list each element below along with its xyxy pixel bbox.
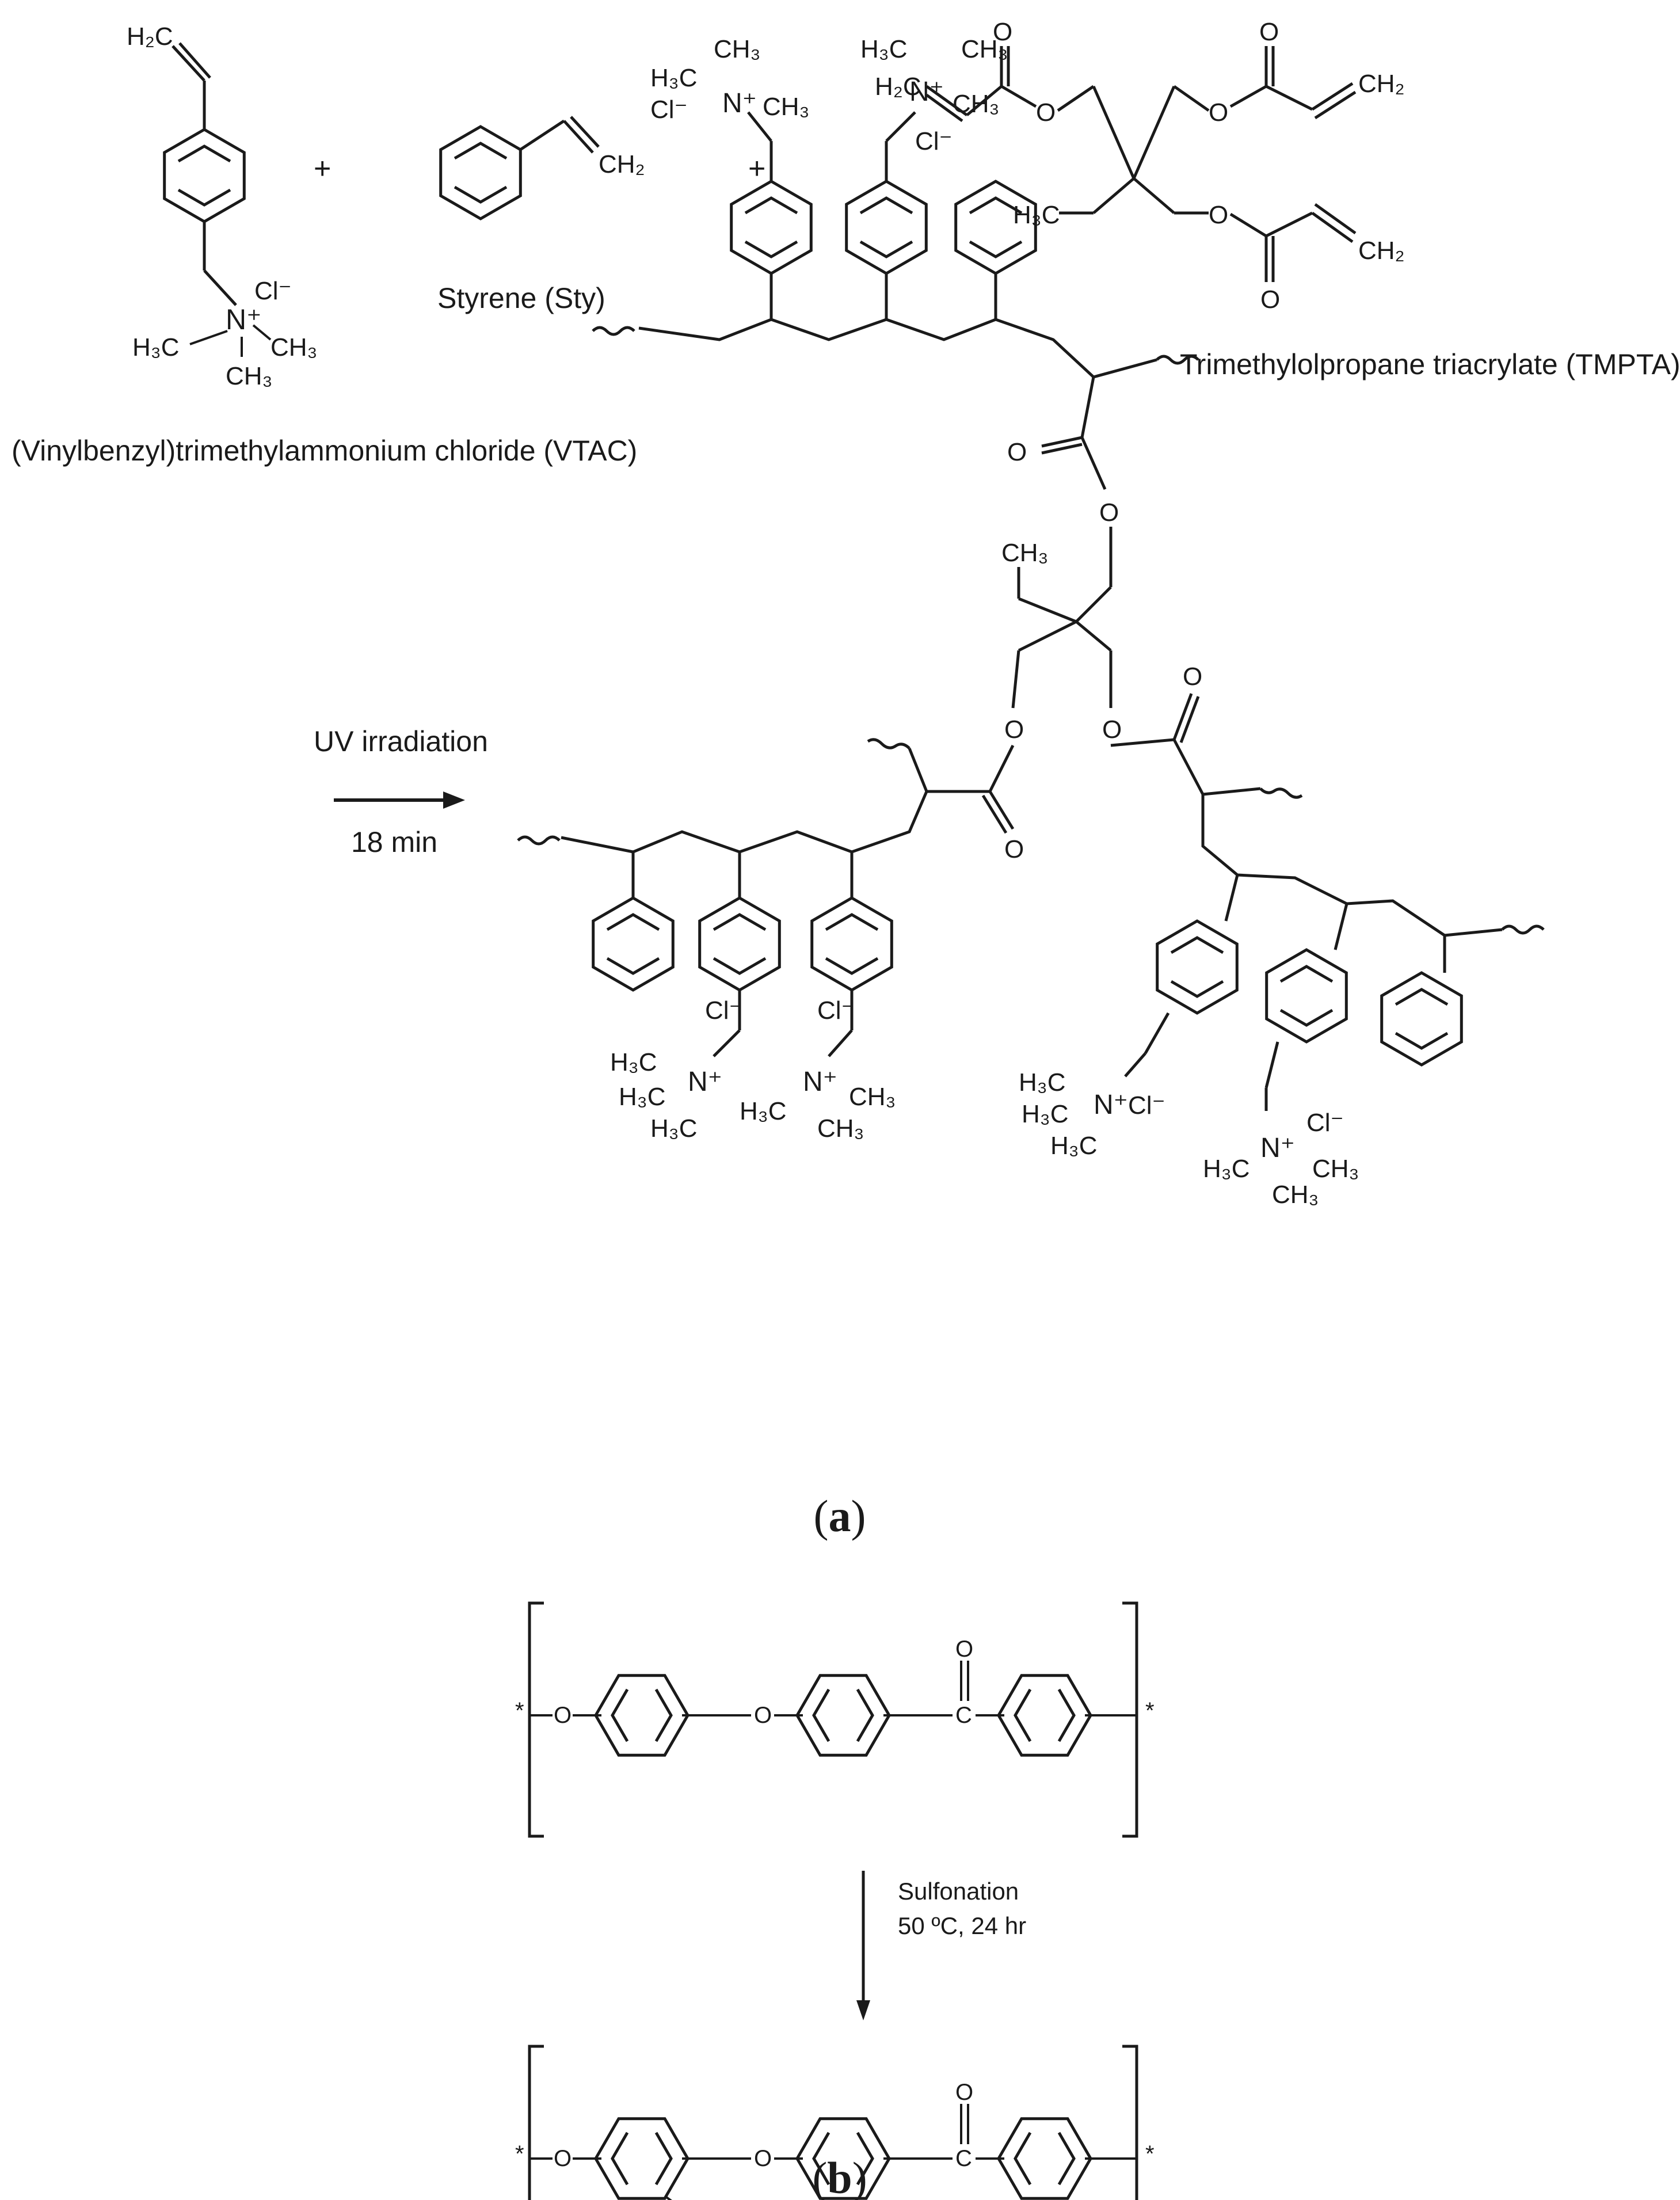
svg-text:O: O bbox=[1260, 286, 1280, 314]
svg-text:CH₃: CH₃ bbox=[226, 362, 272, 390]
svg-text:*: * bbox=[1145, 1698, 1155, 1723]
vtac-label: (Vinylbenzyl)trimethylammonium chloride … bbox=[12, 435, 637, 467]
svg-text:O: O bbox=[1004, 715, 1024, 744]
svg-text:O: O bbox=[554, 2146, 572, 2171]
svg-text:O: O bbox=[1099, 498, 1119, 527]
svg-text:CH₃: CH₃ bbox=[763, 93, 809, 121]
svg-text:Cl⁻: Cl⁻ bbox=[254, 277, 292, 305]
svg-text:Cl⁻: Cl⁻ bbox=[817, 996, 855, 1025]
svg-text:O: O bbox=[554, 1703, 572, 1728]
svg-text:H₃C: H₃C bbox=[650, 64, 697, 92]
svg-text:N⁺: N⁺ bbox=[909, 77, 944, 107]
tmpta-label: Trimethylolpropane triacrylate (TMPTA) bbox=[1180, 348, 1680, 380]
svg-text:CH₃: CH₃ bbox=[1312, 1155, 1359, 1183]
reaction-time-label: 18 min bbox=[351, 826, 437, 858]
panel-label-b: (b) bbox=[812, 2153, 867, 2200]
svg-text:O: O bbox=[955, 1636, 973, 1662]
svg-text:CH₂: CH₂ bbox=[1358, 70, 1405, 98]
svg-text:CH₃: CH₃ bbox=[271, 333, 317, 361]
svg-text:H₂C: H₂C bbox=[875, 73, 921, 101]
svg-text:H₃C: H₃C bbox=[619, 1083, 665, 1111]
svg-text:H₃C: H₃C bbox=[740, 1097, 786, 1125]
svg-text:O: O bbox=[955, 2080, 973, 2105]
svg-text:*: * bbox=[515, 2141, 524, 2167]
svg-text:O: O bbox=[1259, 18, 1279, 46]
speek-structure: * O SO₃H O C O * bbox=[515, 2045, 1155, 2200]
styrene-structure: CH₂ bbox=[441, 116, 645, 219]
svg-text:C: C bbox=[955, 1703, 972, 1728]
plus-sign-1: + bbox=[314, 152, 331, 185]
vtac-structure: H₂C N⁺ Cl⁻ H₃C CH₃ CH₃ bbox=[127, 22, 317, 390]
svg-text:*: * bbox=[515, 1698, 524, 1723]
svg-text:H₂C: H₂C bbox=[127, 22, 173, 51]
svg-text:H₃C: H₃C bbox=[1050, 1132, 1097, 1160]
svg-text:H₃C: H₃C bbox=[650, 1114, 697, 1143]
svg-text:C: C bbox=[955, 2146, 972, 2171]
svg-text:CH₃: CH₃ bbox=[961, 35, 1008, 63]
svg-text:*: * bbox=[1145, 2141, 1155, 2167]
svg-text:N⁺: N⁺ bbox=[688, 1067, 722, 1097]
svg-text:H₃C: H₃C bbox=[1019, 1068, 1065, 1097]
svg-text:CH₃: CH₃ bbox=[1272, 1181, 1319, 1209]
svg-text:O: O bbox=[1183, 663, 1202, 691]
svg-text:O: O bbox=[993, 18, 1012, 46]
panel-label-a: (a) bbox=[814, 1491, 866, 1541]
svg-text:H₃C: H₃C bbox=[610, 1048, 657, 1076]
svg-text:H₃C: H₃C bbox=[1203, 1155, 1249, 1183]
svg-text:CH₃: CH₃ bbox=[953, 90, 999, 118]
sulfonation-label: Sulfonation bbox=[898, 1878, 1019, 1905]
svg-text:O: O bbox=[1036, 98, 1056, 127]
uv-irradiation-label: UV irradiation bbox=[314, 725, 488, 758]
svg-text:CH₃: CH₃ bbox=[817, 1114, 864, 1143]
svg-text:O: O bbox=[1102, 715, 1122, 744]
svg-text:Cl⁻: Cl⁻ bbox=[1128, 1091, 1165, 1120]
svg-text:O: O bbox=[1007, 438, 1027, 466]
svg-text:CH₃: CH₃ bbox=[849, 1083, 896, 1111]
svg-text:H₃C: H₃C bbox=[860, 35, 907, 63]
reaction-arrow-a bbox=[334, 791, 465, 809]
svg-text:O: O bbox=[754, 2146, 772, 2171]
svg-text:CH₃: CH₃ bbox=[714, 35, 760, 63]
svg-text:Cl⁻: Cl⁻ bbox=[705, 996, 742, 1025]
svg-text:N⁺: N⁺ bbox=[803, 1067, 837, 1097]
plus-sign-2: + bbox=[748, 152, 765, 185]
sulfonation-conditions-label: 50 ºC, 24 hr bbox=[898, 1912, 1026, 1939]
svg-text:N⁺: N⁺ bbox=[1260, 1133, 1295, 1163]
svg-text:N⁺: N⁺ bbox=[226, 303, 262, 336]
crosslinked-network: H₃C CH₃ N⁺ CH₃ Cl⁻ H₃C CH₃ N⁺ CH₃ Cl⁻ O … bbox=[517, 35, 1545, 1209]
svg-text:CH₂: CH₂ bbox=[599, 150, 645, 178]
svg-text:O: O bbox=[1004, 835, 1024, 863]
svg-text:Cl⁻: Cl⁻ bbox=[650, 96, 688, 124]
svg-text:O: O bbox=[1209, 98, 1228, 127]
svg-text:N⁺: N⁺ bbox=[722, 88, 757, 119]
svg-text:N⁺: N⁺ bbox=[1094, 1090, 1128, 1120]
svg-text:CH₃: CH₃ bbox=[1001, 539, 1048, 567]
svg-text:H₃C: H₃C bbox=[1022, 1100, 1068, 1128]
svg-text:O: O bbox=[754, 1703, 772, 1728]
svg-text:Cl⁻: Cl⁻ bbox=[1306, 1109, 1344, 1137]
peek-structure: * O O C O * bbox=[515, 1601, 1155, 1838]
styrene-label: Styrene (Sty) bbox=[437, 282, 605, 314]
svg-text:CH₂: CH₂ bbox=[1358, 237, 1405, 265]
tmpta-structure: H₂C O O O O CH₂ H₃C O O CH₂ bbox=[875, 18, 1405, 314]
svg-text:Cl⁻: Cl⁻ bbox=[915, 127, 953, 155]
svg-text:H₃C: H₃C bbox=[132, 333, 179, 361]
sulfonation-arrow bbox=[856, 1871, 870, 2020]
svg-text:O: O bbox=[1209, 201, 1228, 229]
